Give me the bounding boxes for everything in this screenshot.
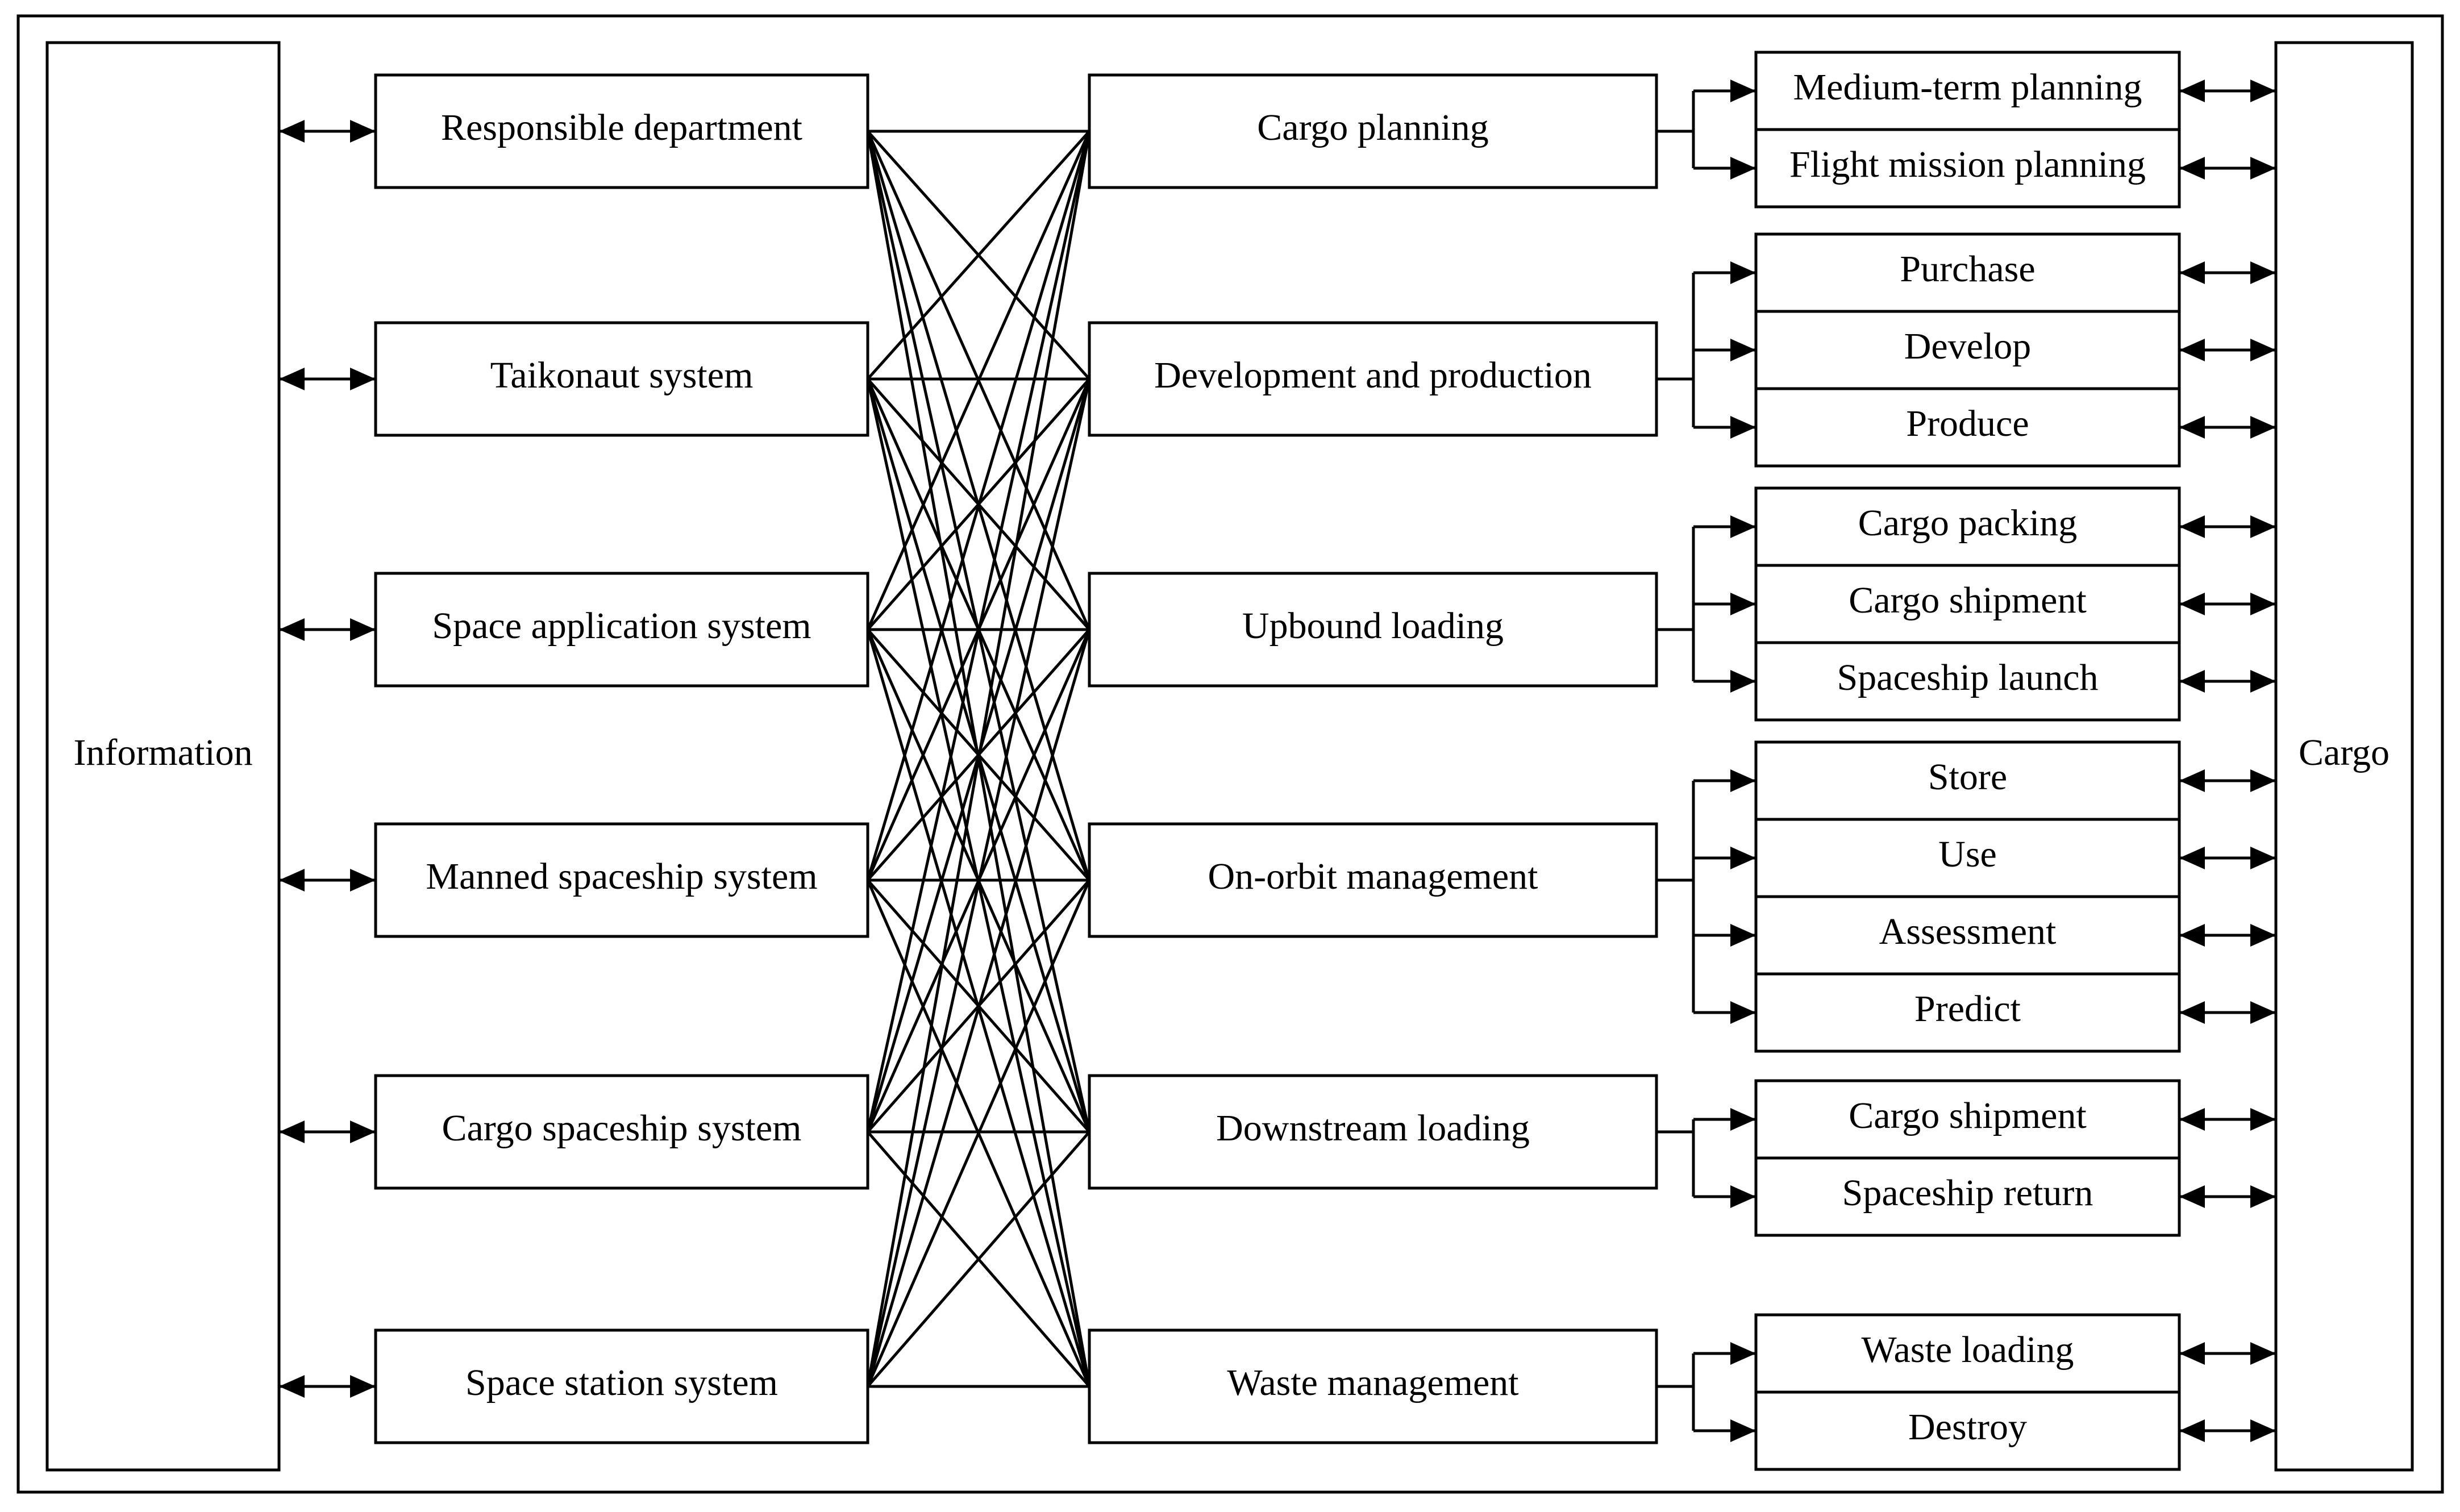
stakeholder-label: Space application system xyxy=(432,605,811,647)
step-label: Store xyxy=(1928,756,2007,798)
process-label: Development and production xyxy=(1154,355,1592,396)
step-box-waste-loading xyxy=(1754,1313,2181,1394)
process-label: Waste management xyxy=(1227,1362,1518,1403)
process-label: Upbound loading xyxy=(1242,605,1504,647)
step-label: Waste loading xyxy=(1861,1329,2074,1371)
step-label: Spaceship launch xyxy=(1837,657,2098,698)
process-box-cargo-planning xyxy=(1088,73,1658,189)
step-box-predict xyxy=(1754,972,2181,1053)
step-label: Produce xyxy=(1906,403,2029,444)
cargo-label: Cargo xyxy=(2299,732,2390,773)
stakeholder-label: Responsible department xyxy=(441,107,802,148)
stakeholder-label: Space station system xyxy=(465,1362,778,1403)
process-bracket xyxy=(1656,91,1695,168)
stakeholder-box-manned-spaceship-system xyxy=(374,822,869,938)
cargo-panel xyxy=(2274,41,2414,1472)
link-s6-p4 xyxy=(866,879,1091,1388)
link-s6-p5 xyxy=(867,1131,1090,1388)
link-s2-p1 xyxy=(867,130,1090,380)
step-label: Medium-term planning xyxy=(1793,66,2142,108)
step-box-store xyxy=(1754,740,2181,821)
information-panel xyxy=(45,41,281,1472)
step-label: Purchase xyxy=(1900,248,2035,290)
process-bracket xyxy=(1656,781,1695,1013)
stakeholder-box-space-station-system xyxy=(374,1328,869,1444)
step-label: Assessment xyxy=(1879,911,2057,952)
step-label: Spaceship return xyxy=(1842,1172,2093,1214)
step-label: Cargo shipment xyxy=(1849,580,2087,621)
step-label: Develop xyxy=(1904,326,2032,367)
link-s6-p2 xyxy=(866,378,1091,1387)
step-label: Flight mission planning xyxy=(1789,144,2146,185)
process-bracket xyxy=(1656,1119,1695,1197)
step-label: Destroy xyxy=(1908,1406,2027,1448)
process-box-development-and-production xyxy=(1088,321,1658,437)
step-box-flight-mission-planning xyxy=(1754,128,2181,209)
stakeholder-box-taikonaut-system xyxy=(374,321,869,437)
stakeholder-box-responsible-department xyxy=(374,73,869,189)
stakeholder-box-cargo-spaceship-system xyxy=(374,1074,869,1190)
process-label: Cargo planning xyxy=(1257,107,1489,148)
step-label: Predict xyxy=(1914,988,2021,1030)
step-label: Cargo packing xyxy=(1858,502,2078,544)
step-box-medium-term-planning xyxy=(1754,51,2181,131)
link-s3-p1 xyxy=(866,130,1091,631)
process-box-downstream-loading xyxy=(1088,1074,1658,1190)
process-box-on-orbit-management xyxy=(1088,822,1658,938)
outer-frame xyxy=(16,14,2444,1494)
process-bracket xyxy=(1656,273,1695,427)
process-label: Downstream loading xyxy=(1216,1107,1530,1149)
link-s6-p3 xyxy=(866,629,1091,1387)
process-label: On-orbit management xyxy=(1208,856,1538,897)
stakeholder-label: Cargo spaceship system xyxy=(442,1107,801,1149)
step-label: Use xyxy=(1938,834,1997,875)
link-s4-p1 xyxy=(866,131,1091,881)
stakeholder-label: Taikonaut system xyxy=(490,355,754,396)
stakeholder-label: Manned spaceship system xyxy=(426,856,817,897)
step-box-spaceship-return xyxy=(1754,1156,2181,1237)
step-box-assessment xyxy=(1754,895,2181,976)
process-bracket xyxy=(1656,1353,1695,1431)
step-label: Cargo shipment xyxy=(1849,1095,2087,1136)
step-box-purchase xyxy=(1754,232,2181,313)
stakeholder-box-space-application-system xyxy=(374,572,869,688)
link-s6-p1 xyxy=(866,131,1091,1387)
stakeholder-process-links xyxy=(866,130,1091,1388)
process-box-upbound-loading xyxy=(1088,572,1658,688)
step-box-spaceship-launch xyxy=(1754,641,2181,722)
process-bracket xyxy=(1656,527,1695,681)
information-label: Information xyxy=(73,732,252,773)
link-s5-p1 xyxy=(866,131,1091,1132)
